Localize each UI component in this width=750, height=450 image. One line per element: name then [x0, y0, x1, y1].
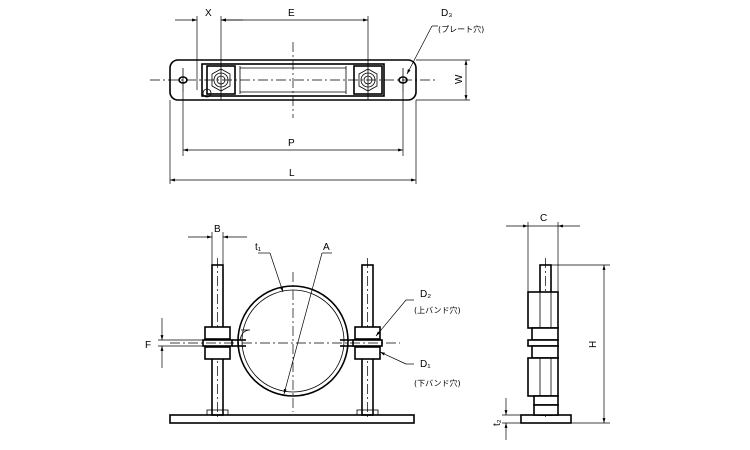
- dim-d2-label: D₂: [420, 289, 431, 300]
- dim-d2-note: (上バンド穴): [414, 305, 461, 315]
- dim-d1-label: D₁: [420, 359, 431, 370]
- dim-l-label: L: [289, 168, 295, 179]
- dim-t1-label: t₁: [255, 242, 262, 253]
- dim-d3-note: (プレート穴): [438, 24, 484, 34]
- dim-t2-label: t₂: [492, 419, 503, 426]
- dim-a-label: A: [323, 242, 330, 253]
- dim-f-label: F: [145, 340, 151, 351]
- left-bolt: [202, 258, 233, 420]
- side-band: [527, 291, 559, 329]
- side-base-plate: [520, 414, 572, 424]
- front-view: B t₁ A F D₂ (上バンド穴) D₁ (下バンド穴): [145, 224, 461, 424]
- dim-b-label: B: [214, 224, 221, 235]
- dim-e-label: E: [288, 8, 295, 19]
- dim-d3-label: D₃: [441, 8, 452, 19]
- dim-w-label: W: [454, 74, 465, 84]
- dim-x-label: X: [205, 8, 212, 19]
- dim-c-label: C: [540, 213, 547, 224]
- dim-d1-note: (下バンド穴): [414, 378, 461, 388]
- dim-p-label: P: [288, 138, 295, 149]
- front-base-plate: [169, 414, 415, 424]
- right-bolt: [352, 258, 383, 420]
- side-view: C H t₂: [492, 213, 610, 440]
- dim-h-label: H: [588, 341, 599, 348]
- top-view: X E D₃ (プレート穴) W P L: [150, 8, 484, 184]
